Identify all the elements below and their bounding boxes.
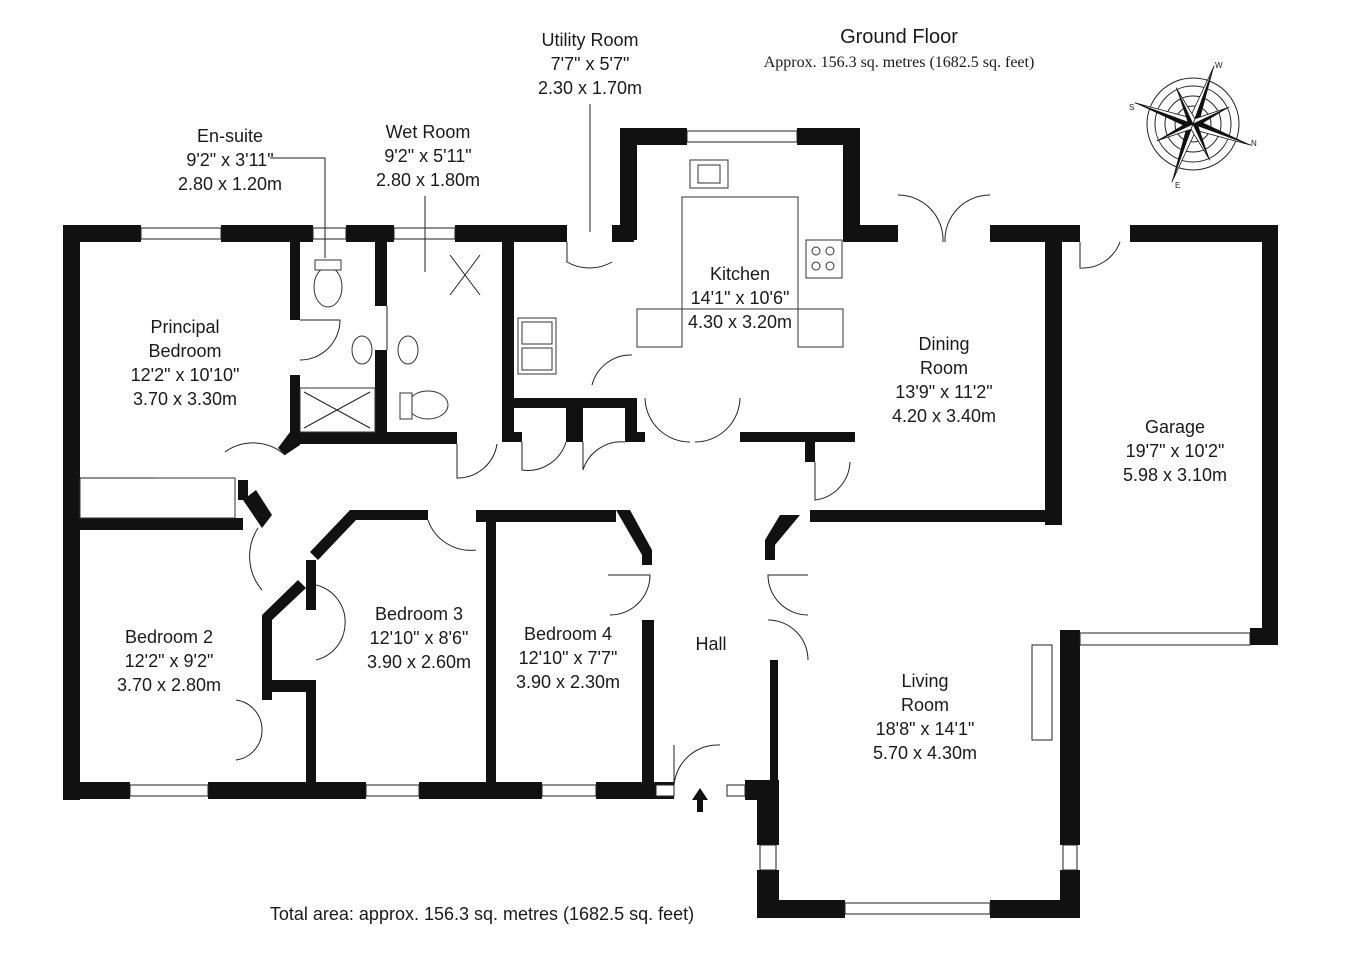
total-area: Total area: approx. 156.3 sq. metres (16…: [270, 904, 694, 924]
svg-text:Bedroom: Bedroom: [148, 341, 221, 361]
room-dining-label: Dining Room 13'9" x 11'2" 4.20 x 3.40m: [892, 334, 996, 426]
svg-text:7'7" x 5'7": 7'7" x 5'7": [551, 54, 630, 74]
svg-text:Utility Room: Utility Room: [541, 30, 638, 50]
svg-text:Principal: Principal: [150, 317, 219, 337]
svg-text:12'10" x 7'7": 12'10" x 7'7": [519, 648, 618, 668]
svg-text:5.70 x 4.30m: 5.70 x 4.30m: [873, 743, 977, 763]
room-wetroom-label: Wet Room 9'2" x 5'11" 2.80 x 1.80m: [376, 122, 480, 272]
svg-text:Living: Living: [901, 671, 948, 691]
room-hall-label: Hall: [695, 634, 726, 654]
svg-text:3.70 x 2.80m: 3.70 x 2.80m: [117, 675, 221, 695]
compass-w: W: [1215, 61, 1223, 70]
svg-text:4.30 x 3.20m: 4.30 x 3.20m: [688, 312, 792, 332]
walls: [63, 128, 1278, 918]
room-kitchen-label: Kitchen 14'1" x 10'6" 4.30 x 3.20m: [688, 264, 792, 332]
room-living-label: Living Room 18'8" x 14'1" 5.70 x 4.30m: [873, 671, 977, 763]
room-bedroom3-label: Bedroom 3 12'10" x 8'6" 3.90 x 2.60m: [367, 604, 471, 672]
floor-name: Ground Floor: [840, 26, 958, 48]
svg-text:12'2" x 10'10": 12'2" x 10'10": [131, 365, 240, 385]
svg-text:3.70 x 3.30m: 3.70 x 3.30m: [133, 389, 237, 409]
windows: [129, 130, 1251, 915]
svg-text:12'10" x 8'6": 12'10" x 8'6": [370, 628, 469, 648]
doors: [224, 194, 1121, 786]
svg-text:Room: Room: [901, 695, 949, 715]
svg-text:2.80 x 1.80m: 2.80 x 1.80m: [376, 170, 480, 190]
svg-text:Bedroom 3: Bedroom 3: [375, 604, 463, 624]
compass-n: N: [1251, 139, 1257, 148]
compass-s: S: [1129, 103, 1134, 112]
svg-text:3.90 x 2.60m: 3.90 x 2.60m: [367, 652, 471, 672]
room-utility-label: Utility Room 7'7" x 5'7" 2.30 x 1.70m: [538, 30, 642, 232]
svg-text:Wet Room: Wet Room: [386, 122, 471, 142]
svg-text:Room: Room: [920, 358, 968, 378]
room-bedroom4-label: Bedroom 4 12'10" x 7'7" 3.90 x 2.30m: [516, 624, 620, 692]
svg-text:2.80 x 1.20m: 2.80 x 1.20m: [178, 174, 282, 194]
svg-text:2.30 x 1.70m: 2.30 x 1.70m: [538, 78, 642, 98]
svg-text:9'2" x 3'11": 9'2" x 3'11": [186, 150, 273, 170]
compass-rose-icon: W N E S: [1129, 61, 1257, 190]
floor-area: Approx. 156.3 sq. metres (1682.5 sq. fee…: [764, 54, 1035, 71]
svg-text:5.98 x 3.10m: 5.98 x 3.10m: [1123, 465, 1227, 485]
entrance-arrow-icon: [692, 788, 708, 812]
svg-text:19'7" x 10'2": 19'7" x 10'2": [1126, 441, 1225, 461]
room-bedroom2-label: Bedroom 2 12'2" x 9'2" 3.70 x 2.80m: [117, 627, 221, 695]
room-principal-label: Principal Bedroom 12'2" x 10'10" 3.70 x …: [131, 317, 240, 409]
fixtures: [79, 159, 844, 519]
svg-text:3.90 x 2.30m: 3.90 x 2.30m: [516, 672, 620, 692]
room-garage-label: Garage 19'7" x 10'2" 5.98 x 3.10m: [1123, 417, 1227, 485]
svg-text:12'2" x 9'2": 12'2" x 9'2": [125, 651, 214, 671]
svg-text:En-suite: En-suite: [197, 126, 263, 146]
svg-text:18'8" x 14'1": 18'8" x 14'1": [876, 719, 975, 739]
svg-text:Bedroom 2: Bedroom 2: [125, 627, 213, 647]
svg-text:Hall: Hall: [695, 634, 726, 654]
svg-text:Bedroom 4: Bedroom 4: [524, 624, 612, 644]
room-ensuite-label: En-suite 9'2" x 3'11" 2.80 x 1.20m: [178, 126, 326, 258]
svg-text:Dining: Dining: [918, 334, 969, 354]
compass-e: E: [1175, 181, 1180, 190]
svg-text:Garage: Garage: [1145, 417, 1205, 437]
svg-text:14'1" x 10'6": 14'1" x 10'6": [691, 288, 790, 308]
svg-text:9'2" x 5'11": 9'2" x 5'11": [384, 146, 471, 166]
svg-text:13'9" x 11'2": 13'9" x 11'2": [895, 382, 992, 402]
svg-text:Kitchen: Kitchen: [710, 264, 770, 284]
svg-text:4.20 x 3.40m: 4.20 x 3.40m: [892, 406, 996, 426]
